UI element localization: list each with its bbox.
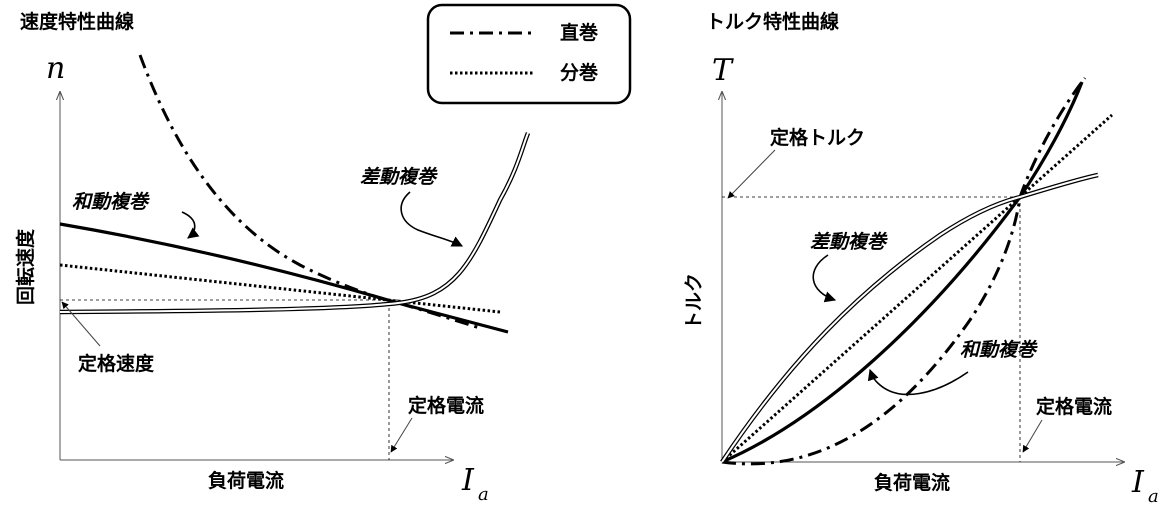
cumulative-compound-torque-curve bbox=[721, 81, 1084, 464]
speed-characteristic-chart: 速度特性曲線 n 回転速度 I a 負荷電流 和動複巻 差動複巻 定格速度 定格… bbox=[14, 10, 531, 505]
torque-label-cumulative: 和動複巻 bbox=[960, 339, 1038, 361]
series-torque-curve bbox=[721, 77, 1087, 466]
legend-series-label: 直巻 bbox=[560, 21, 599, 44]
speed-x-symbol-sub: a bbox=[478, 484, 489, 505]
speed-x-label: 負荷電流 bbox=[208, 469, 284, 492]
torque-rated-current-pointer bbox=[1022, 419, 1043, 453]
torque-x-symbol: I bbox=[1131, 465, 1145, 500]
speed-rated-current-label: 定格電流 bbox=[408, 394, 484, 417]
torque-differential-arrow bbox=[812, 254, 837, 303]
torque-cumulative-arrow bbox=[867, 368, 969, 396]
torque-y-label: トルク bbox=[683, 273, 705, 330]
speed-rated-current-pointer bbox=[390, 417, 413, 453]
speed-chart-title: 速度特性曲線 bbox=[20, 10, 134, 33]
speed-y-label: 回転速度 bbox=[14, 228, 37, 305]
torque-characteristic-chart: トルク特性曲線 T トルク I a 負荷電流 定格トルク 差動複巻 和動複巻 定… bbox=[683, 10, 1159, 507]
rated-speed-label: 定格速度 bbox=[78, 352, 155, 375]
legend-shunt-label: 分巻 bbox=[560, 61, 599, 84]
legend-box bbox=[426, 3, 632, 105]
torque-rated-current-label: 定格電流 bbox=[1036, 395, 1112, 418]
differential-compound-speed-curve bbox=[59, 132, 531, 315]
speed-y-symbol: n bbox=[46, 51, 65, 86]
differential-compound-torque-curve bbox=[720, 172, 1099, 464]
torque-label-differential: 差動複巻 bbox=[810, 231, 888, 253]
speed-cumulative-arrow bbox=[181, 211, 200, 239]
torque-x-label: 負荷電流 bbox=[874, 471, 950, 494]
legend: 直巻 分巻 bbox=[426, 3, 632, 105]
torque-y-symbol: T bbox=[712, 53, 734, 88]
shunt-torque-curve bbox=[721, 113, 1113, 464]
rated-torque-pointer bbox=[727, 149, 776, 199]
torque-chart-title: トルク特性曲線 bbox=[706, 10, 839, 33]
rated-speed-pointer bbox=[61, 301, 101, 347]
cumulative-compound-speed-curve bbox=[59, 222, 509, 334]
shunt-speed-curve bbox=[59, 263, 501, 314]
speed-differential-arrow bbox=[400, 191, 464, 247]
speed-x-symbol: I bbox=[461, 463, 475, 498]
torque-x-symbol-sub: a bbox=[1148, 486, 1159, 507]
speed-label-differential: 差動複巻 bbox=[360, 166, 438, 188]
rated-torque-label: 定格トルク bbox=[770, 126, 865, 149]
speed-label-cumulative: 和動複巻 bbox=[72, 191, 150, 213]
